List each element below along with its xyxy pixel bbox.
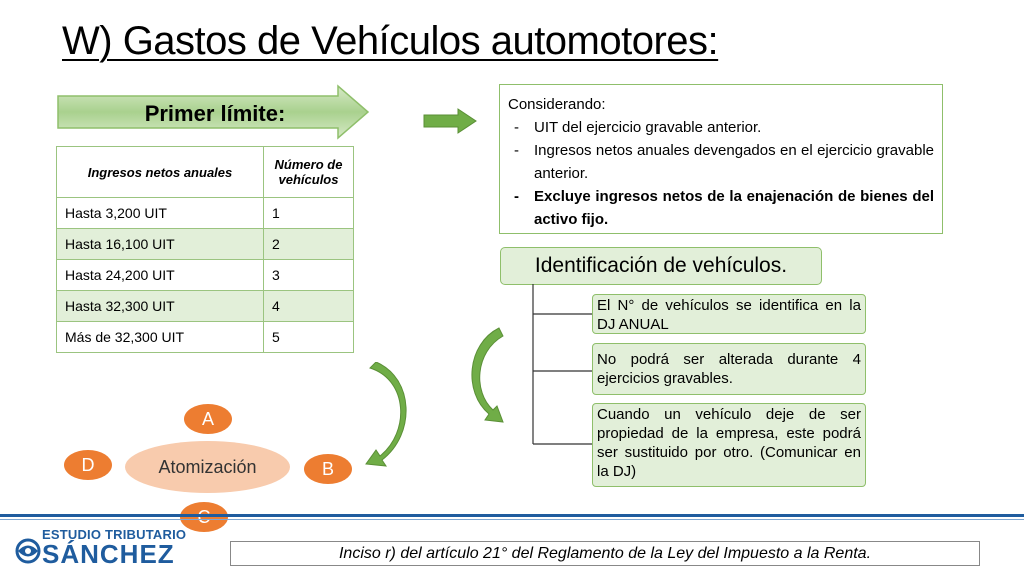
node-d: D: [64, 450, 112, 480]
node-b: B: [304, 454, 352, 484]
considerando-box: Considerando: UIT del ejercicio gravable…: [499, 84, 943, 234]
right-arrow-icon: [423, 108, 477, 134]
table-row: Hasta 32,300 UIT 4: [56, 290, 354, 322]
considerando-item: UIT del ejercicio gravable anterior.: [508, 116, 934, 139]
considerando-item: Excluye ingresos netos de la enajenación…: [508, 185, 934, 231]
table-cell: 1: [263, 197, 354, 229]
logo-swirl-icon: [15, 538, 41, 564]
identificacion-item: El N° de vehículos se identifica en la D…: [592, 294, 866, 334]
logo-line-1: ESTUDIO TRIBUTARIO: [42, 527, 187, 542]
atomizacion-center: Atomización: [125, 441, 290, 493]
table-cell: Hasta 24,200 UIT: [56, 259, 264, 291]
identificacion-heading: Identificación de vehículos.: [500, 247, 822, 285]
table-cell: Hasta 16,100 UIT: [56, 228, 264, 260]
identificacion-item: No podrá ser alterada durante 4 ejercici…: [592, 343, 866, 395]
table-cell: 4: [263, 290, 354, 322]
table-row: Hasta 24,200 UIT 3: [56, 259, 354, 291]
considerando-heading: Considerando:: [508, 96, 606, 113]
footer-band: [0, 514, 1024, 520]
curved-arrow-down-icon: [365, 362, 407, 467]
identificacion-item: Cuando un vehículo deje de ser propiedad…: [592, 403, 866, 487]
table-header-ingresos: Ingresos netos anuales: [56, 146, 264, 198]
table-cell: Más de 32,300 UIT: [56, 321, 264, 353]
table-cell: 2: [263, 228, 354, 260]
table-header-vehiculos: Número de vehículos: [263, 146, 354, 198]
curved-arrow-left-icon: [471, 327, 504, 423]
slide-title: W) Gastos de Vehículos automotores:: [62, 19, 719, 63]
legal-reference: Inciso r) del artículo 21° del Reglament…: [230, 541, 980, 566]
node-a: A: [184, 404, 232, 434]
table-cell: Hasta 3,200 UIT: [56, 197, 264, 229]
considerando-item: Ingresos netos anuales devengados en el …: [508, 139, 934, 185]
table-cell: 3: [263, 259, 354, 291]
primer-limite-arrow: [57, 84, 370, 140]
table-row: Hasta 16,100 UIT 2: [56, 228, 354, 260]
tree-connector: [532, 284, 592, 445]
logo-line-2: SÁNCHEZ: [42, 539, 175, 569]
table-row: Hasta 3,200 UIT 1: [56, 197, 354, 229]
table-cell: Hasta 32,300 UIT: [56, 290, 264, 322]
uit-vehicle-table: Ingresos netos anuales Número de vehícul…: [56, 146, 354, 353]
primer-limite-label: Primer límite:: [144, 101, 286, 126]
table-row: Más de 32,300 UIT 5: [56, 321, 354, 353]
table-cell: 5: [263, 321, 354, 353]
